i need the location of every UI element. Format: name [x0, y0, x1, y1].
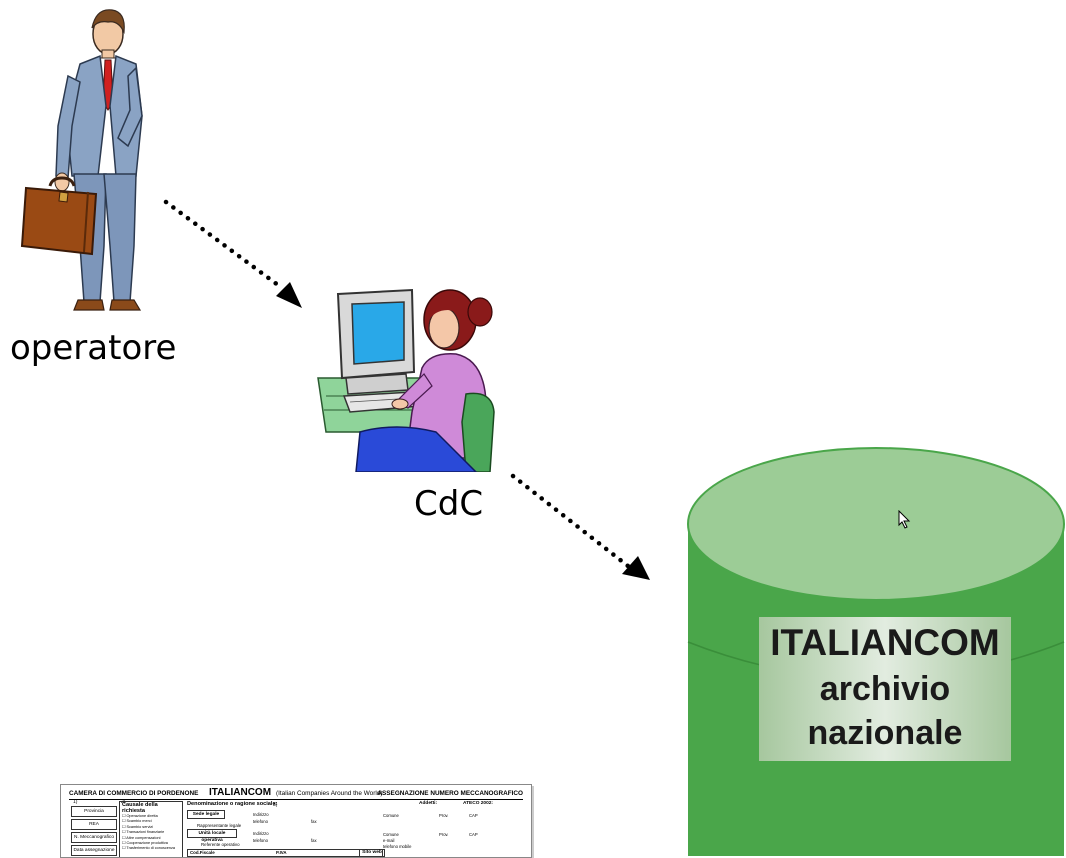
form-num-3: 3) — [273, 802, 278, 808]
form-cod-fiscale: Cod.Fiscale — [190, 850, 215, 855]
form-header-right: ASSEGNAZIONE NUMERO MECCANOGRAFICO — [377, 790, 523, 797]
operatore-label: operatore — [10, 328, 177, 368]
form-cap-2: CAP — [469, 832, 478, 837]
form-box-rea: REA — [71, 819, 117, 830]
form-thumbnail: CAMERA DI COMMERCIO DI PORDENONE ITALIAN… — [60, 784, 532, 858]
form-causale-item: ☐ Scambio merci — [122, 819, 152, 824]
form-causale-item: ☐ Cooperazione produttiva — [122, 841, 168, 846]
form-comune: Comune — [383, 813, 399, 818]
form-box-data: Data assegnazione — [71, 845, 117, 856]
form-indirizzo: Indirizzo — [253, 812, 269, 817]
mouse-cursor-icon — [898, 510, 911, 529]
form-denominazione: Denominazione o ragione sociale: — [187, 801, 278, 807]
form-cap: CAP — [469, 813, 478, 818]
form-header-left: CAMERA DI COMMERCIO DI PORDENONE — [69, 790, 199, 797]
form-telefono-2: telefono — [253, 838, 268, 843]
form-piva: P.IVA — [276, 850, 287, 855]
form-causale-title: Causale della richiesta — [122, 802, 158, 814]
briefcase-icon — [20, 176, 98, 256]
form-causale-item: ☐ Altre compensazioni — [122, 835, 161, 840]
cdc-label: CdC — [414, 484, 484, 524]
form-indirizzo-2: Indirizzo — [253, 831, 269, 836]
form-causale-item: ☐ Scambio servizi — [122, 824, 154, 829]
form-prov: Prov. — [439, 813, 449, 818]
form-unita-locale: Unità locale operativa — [187, 829, 237, 843]
form-box-meccanografico: N. Meccanografico — [71, 832, 117, 843]
form-causale-item: ☐ Operazione diretta — [122, 814, 158, 818]
form-causale-box: Causale della richiesta ☐ Operazione dir… — [119, 801, 183, 857]
form-num-1: 1) — [73, 799, 78, 805]
businessman-icon — [54, 9, 143, 311]
form-addetti: Addetti: — [419, 801, 438, 806]
form-comune-2: Comune — [383, 832, 399, 837]
form-ateco: ATECO 2002: — [463, 801, 494, 806]
form-box-provincia: Provincia — [71, 806, 117, 817]
form-telefono: telefono — [253, 819, 268, 824]
form-num-2: 2) — [121, 799, 126, 805]
archive-label: ITALIANCOM archivio nazionale — [759, 617, 1011, 761]
form-fax-2: fax — [311, 838, 317, 843]
computer-operator-icon — [317, 288, 495, 472]
form-email: e-mail — [383, 838, 395, 843]
form-causale-item: ☐ Transazioni finanziarie — [122, 830, 165, 835]
archive-line-3: nazionale — [807, 714, 963, 752]
archive-title: ITALIANCOM — [770, 622, 1000, 663]
archive-line-2: archivio — [819, 670, 951, 708]
form-telefono-mobile: telefono mobile — [383, 844, 412, 849]
form-rappresentante: Rappresentante legale — [197, 823, 242, 828]
form-referente: Referente operativo — [201, 842, 240, 847]
form-fax: fax — [311, 819, 317, 824]
form-prov-2: Prov. — [439, 832, 449, 837]
form-causale-item: ☐ Trasferimento di conoscenza — [122, 846, 175, 851]
form-header-sub: (Italian Companies Around the World) — [276, 790, 383, 797]
form-sede-legale: Sede legale — [187, 810, 225, 819]
form-header-title: ITALIANCOM — [209, 787, 272, 798]
